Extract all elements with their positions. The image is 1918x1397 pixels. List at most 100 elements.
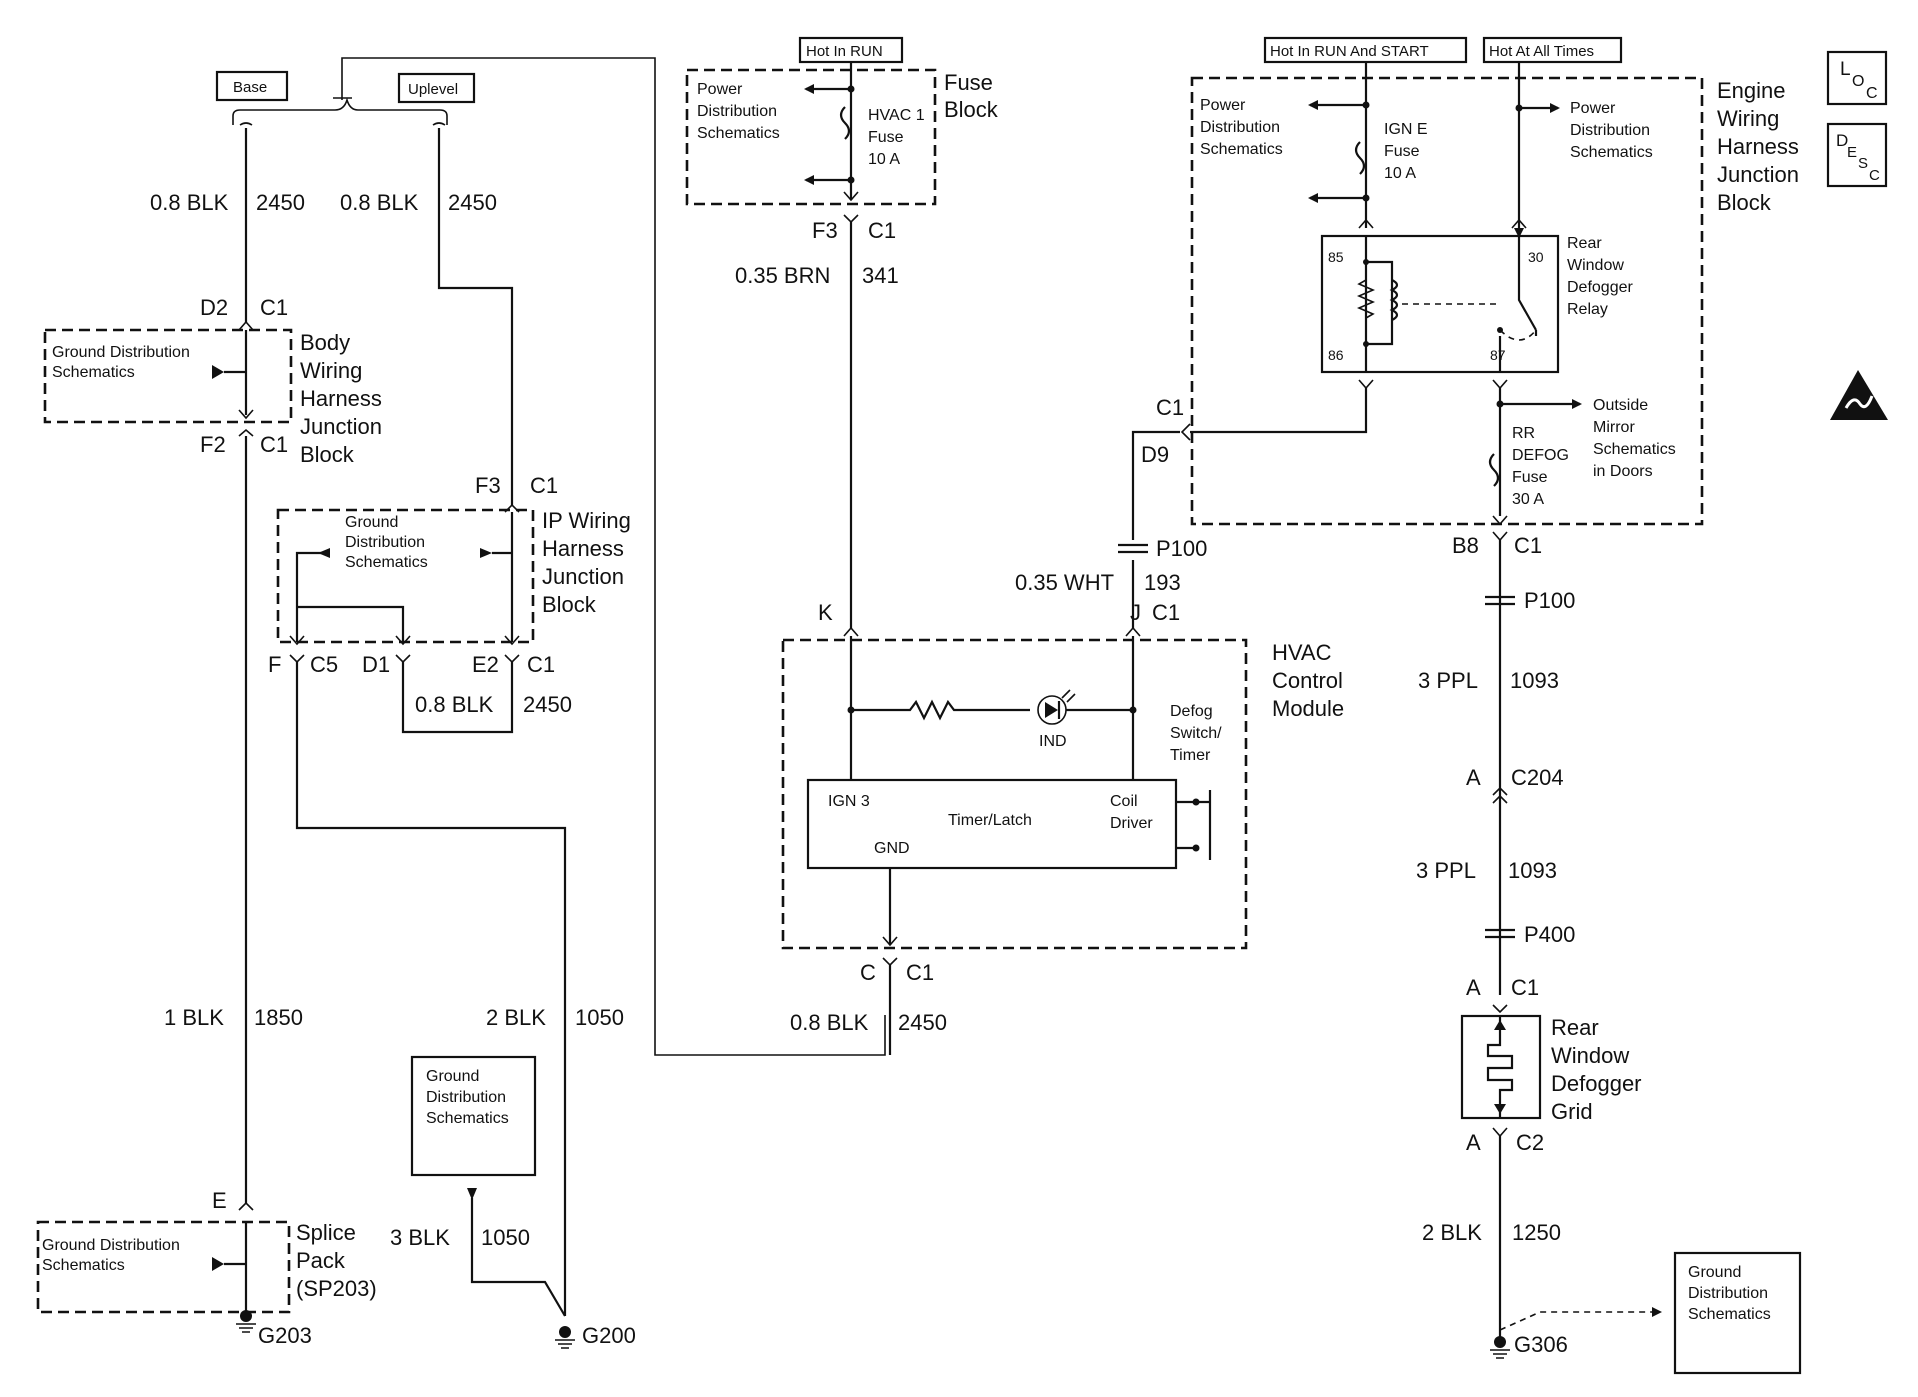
fuses-hvac-2-label: 10 A xyxy=(868,151,900,168)
base-tag: Base xyxy=(215,70,289,102)
blocks-defog_grid-1-label: Window xyxy=(1551,1043,1629,1068)
fuses-igne-1-label: Fuse xyxy=(1384,143,1420,160)
refs-ground_dist_2line-1-label: Schematics xyxy=(52,364,135,381)
refs-ground_dist_3line-1-label: Distribution xyxy=(345,534,425,551)
wires-w2450_uplevel-1-label: 2450 xyxy=(448,190,497,215)
refs-outside_mirror-1-label: Mirror xyxy=(1593,419,1635,436)
refs-power_dist-0-label: Power xyxy=(1200,97,1246,114)
sources-hot_in_run-label: Hot In RUN xyxy=(806,43,883,60)
connectors-a_c204-label: A xyxy=(1466,765,1481,790)
relay-pin30-label: 30 xyxy=(1528,249,1544,265)
relay-pin87-label: 87 xyxy=(1490,347,1506,363)
connectors-f2-label: F2 xyxy=(200,432,226,457)
wires-w2450_ip-0-label: 0.8 BLK xyxy=(415,692,494,717)
wires-w1850-0-label: 1 BLK xyxy=(164,1005,224,1030)
relay-name-0-label: Rear xyxy=(1567,235,1602,252)
blocks-hvac_module-0-label: HVAC xyxy=(1272,640,1332,665)
hot-in-run-tag: Hot In RUN xyxy=(798,36,904,64)
blocks-splice_pack-1-label: Pack xyxy=(296,1248,346,1273)
fuses-rrdefog-3-label: 30 A xyxy=(1512,491,1544,508)
wires-w341-1-label: 341 xyxy=(862,263,899,288)
connectors-p400-label: P400 xyxy=(1524,922,1575,947)
connectors-b8-label: B8 xyxy=(1452,533,1479,558)
refs-ground_dist_2line-0-label: Ground Distribution xyxy=(52,344,190,361)
desc_badge-d-label: D xyxy=(1836,131,1848,150)
fuses-hvac-1-label: Fuse xyxy=(868,129,904,146)
refs-power_dist-2-label: Schematics xyxy=(1200,141,1283,158)
fuses-hvac-0-label: HVAC 1 xyxy=(868,107,925,124)
blocks-engine_jb-0-label: Engine xyxy=(1717,78,1786,103)
fuses-igne-0-label: IGN E xyxy=(1384,121,1428,138)
connectors-p100_a-label: P100 xyxy=(1156,536,1207,561)
relay-name-1-label: Window xyxy=(1567,257,1624,274)
blocks-body_jb-3-label: Junction xyxy=(300,414,382,439)
blocks-defog_grid-3-label: Grid xyxy=(1551,1099,1593,1124)
refs-ground_dist_2line-1-label: Schematics xyxy=(42,1257,125,1274)
blocks-defog_grid-2-label: Defogger xyxy=(1551,1071,1642,1096)
uplevel-tag: Uplevel xyxy=(397,72,476,104)
refs-ground_dist_3line-2-label: Schematics xyxy=(426,1110,509,1127)
relay-pin86-label: 86 xyxy=(1328,347,1344,363)
connectors-c1_d2-label: C1 xyxy=(260,295,288,320)
wires-w1050_b-0-label: 3 BLK xyxy=(390,1225,450,1250)
blocks-engine_jb-4-label: Block xyxy=(1717,190,1772,215)
refs-ground_dist_3line-1-label: Distribution xyxy=(426,1089,506,1106)
wires-w193-1-label: 193 xyxy=(1144,570,1181,595)
blocks-splice_pack-2-label: (SP203) xyxy=(296,1276,377,1301)
connectors-c5-label: C5 xyxy=(310,652,338,677)
wires-w1093_b-0-label: 3 PPL xyxy=(1416,858,1476,883)
wires-w2450_hvac-1-label: 2450 xyxy=(898,1010,947,1035)
connectors-c1_b8-label: C1 xyxy=(1514,533,1542,558)
blocks-splice_pack-0-label: Splice xyxy=(296,1220,356,1245)
hvac-control-module xyxy=(781,638,1248,950)
connectors-d1-label: D1 xyxy=(362,652,390,677)
blocks-engine_jb-2-label: Harness xyxy=(1717,134,1799,159)
connectors-c204-label: C204 xyxy=(1511,765,1564,790)
refs-power_dist-0-label: Power xyxy=(1570,100,1616,117)
module-coil_driver-0-label: Coil xyxy=(1110,793,1138,810)
connectors-a_c1-label: A xyxy=(1466,975,1481,1000)
connectors-c1_f3fuse-label: C1 xyxy=(868,218,896,243)
loc_badge-o-label: O xyxy=(1852,73,1864,90)
refs-ground_dist_3line-0-label: Ground xyxy=(426,1068,479,1085)
blocks-engine_jb-1-label: Wiring xyxy=(1717,106,1779,131)
connectors-c1_a-label: C1 xyxy=(1511,975,1539,1000)
grounds-g306-label: G306 xyxy=(1514,1332,1568,1357)
blocks-fuse_block-0-label: Fuse xyxy=(944,70,993,95)
connectors-k-label: K xyxy=(818,600,833,625)
refs-ground_dist_2line-0-label: Ground Distribution xyxy=(42,1237,180,1254)
desc_badge-c-label: C xyxy=(1869,167,1880,184)
module-timer_latch-label: Timer/Latch xyxy=(948,812,1032,829)
option_tags-uplevel-label: Uplevel xyxy=(408,81,458,98)
refs-outside_mirror-0-label: Outside xyxy=(1593,397,1648,414)
connectors-a_c2-label: A xyxy=(1466,1130,1481,1155)
module-defog_switch-1-label: Switch/ xyxy=(1170,725,1222,742)
loc-icon[interactable]: L O C xyxy=(1826,50,1888,106)
wires-w1093_a-0-label: 3 PPL xyxy=(1418,668,1478,693)
option_tags-base-label: Base xyxy=(233,79,267,96)
indicator-led-icon xyxy=(1037,689,1076,725)
wires-w2450_hvac-0-label: 0.8 BLK xyxy=(790,1010,869,1035)
refs-power_dist-1-label: Distribution xyxy=(697,103,777,120)
fuses-rrdefog-2-label: Fuse xyxy=(1512,469,1548,486)
wires-w1050_a-1-label: 1050 xyxy=(575,1005,624,1030)
desc-icon[interactable]: D E S C xyxy=(1826,122,1888,188)
wires-w1250-0-label: 2 BLK xyxy=(1422,1220,1482,1245)
refs-ground_dist_3line-0-label: Ground xyxy=(345,514,398,531)
fuses-igne-2-label: 10 A xyxy=(1384,165,1416,182)
refs-ground_dist_3line-2-label: Schematics xyxy=(345,554,428,571)
wires-w2450_ip-1-label: 2450 xyxy=(523,692,572,717)
desc_badge-e-label: E xyxy=(1847,144,1857,161)
ground-distribution-ref-box-g306 xyxy=(1673,1251,1802,1375)
refs-power_dist-2-label: Schematics xyxy=(697,125,780,142)
connectors-c1_c-label: C1 xyxy=(906,960,934,985)
loc_badge-c-label: C xyxy=(1866,85,1878,102)
wires-w1093_b-1-label: 1093 xyxy=(1508,858,1557,883)
connectors-p100_b-label: P100 xyxy=(1524,588,1575,613)
module-ind-label: IND xyxy=(1039,733,1067,750)
sources-hot_at_all_times-label: Hot At All Times xyxy=(1489,43,1594,60)
blocks-engine_jb-3-label: Junction xyxy=(1717,162,1799,187)
blocks-fuse_block-1-label: Block xyxy=(944,97,999,122)
refs-outside_mirror-2-label: Schematics xyxy=(1593,441,1676,458)
blocks-ip_jb-2-label: Junction xyxy=(542,564,624,589)
